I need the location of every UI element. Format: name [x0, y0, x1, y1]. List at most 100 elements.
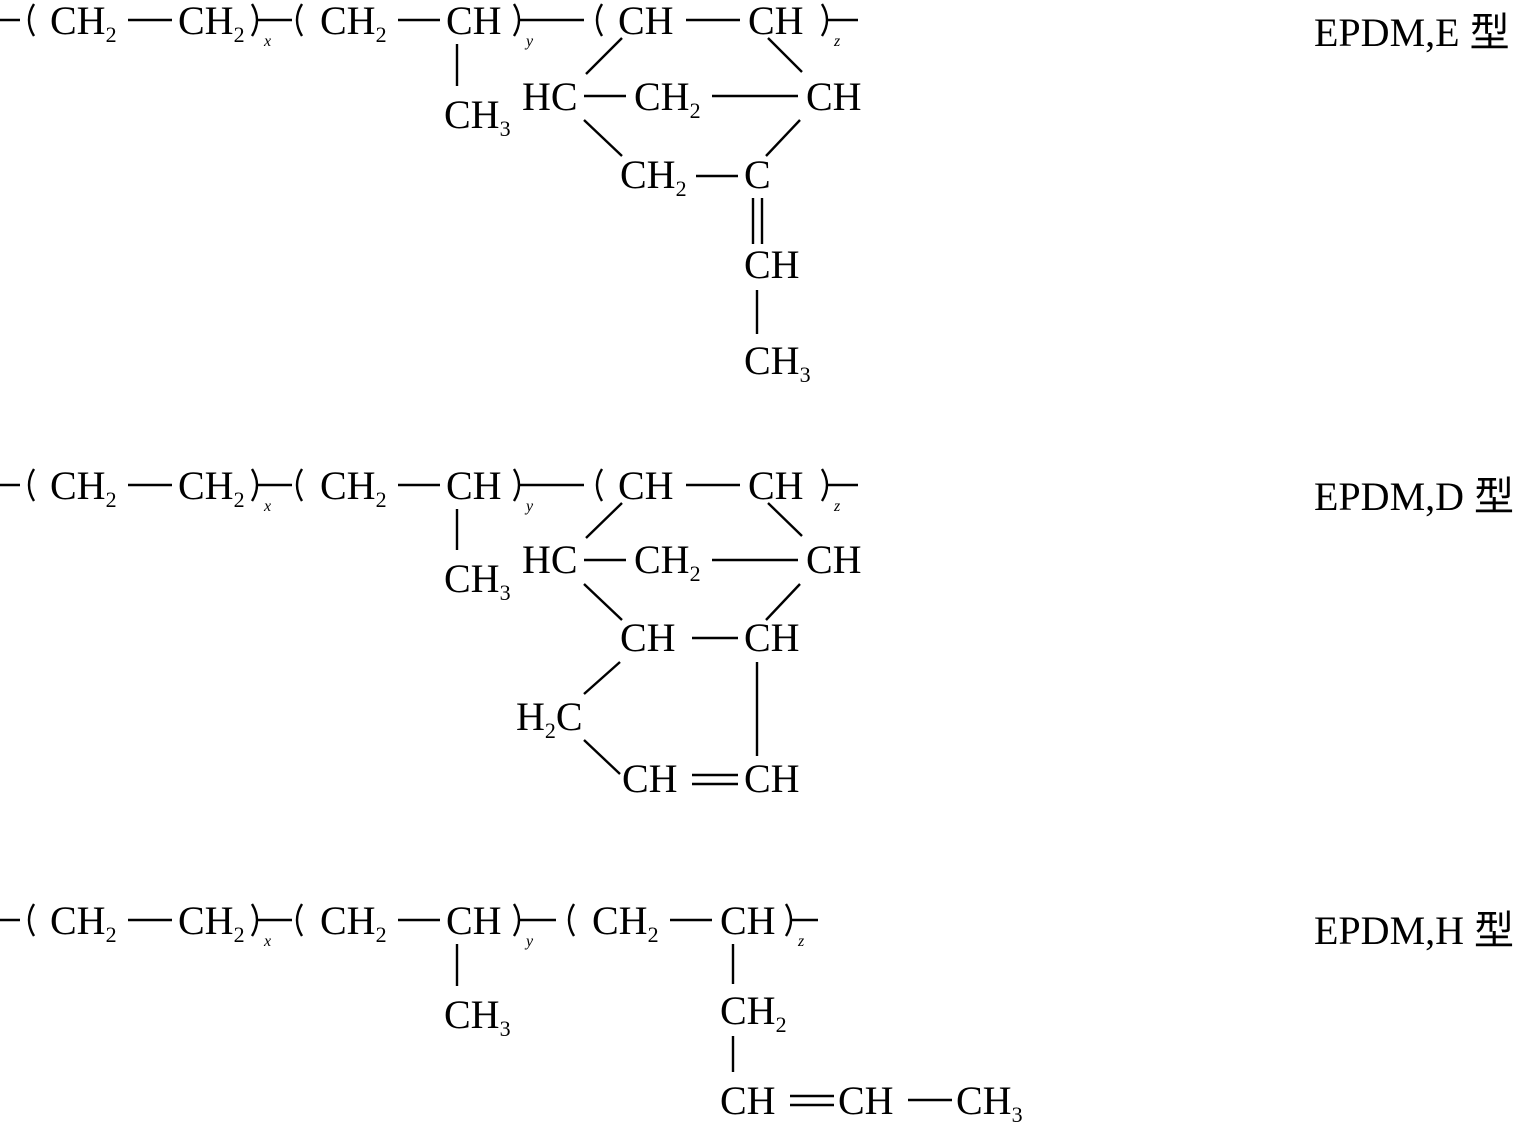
atom-p2: CH [446, 898, 502, 943]
atom-s4s: 3 [1012, 1102, 1023, 1124]
atom-p1s: 2 [376, 487, 387, 512]
subscript-x: x [263, 498, 271, 515]
atom-m1s: 2 [106, 487, 117, 512]
atom-r4: CH [620, 152, 676, 197]
atom-s3: CH [838, 1078, 894, 1123]
bond [583, 739, 621, 775]
bond [583, 119, 623, 157]
atom-p2: CH [446, 463, 502, 508]
atom-p2: CH [446, 0, 502, 43]
atom-me: CH [444, 92, 500, 137]
atom-group: CH2 [634, 74, 701, 123]
atom-c4: CH [744, 756, 800, 801]
bond [767, 502, 803, 537]
subscript-y: y [524, 933, 534, 950]
subscript-x: x [263, 933, 271, 950]
subscript-y: y [524, 33, 534, 50]
atom-d2: CH [748, 463, 804, 508]
atom-m1: CH [50, 463, 106, 508]
atom-h2b: C [556, 694, 583, 739]
atom-group: CH3 [956, 1078, 1023, 1124]
atom-group: CH2 [50, 0, 117, 47]
atom-r3: CH [806, 537, 862, 582]
structure-d: CH2 CH2 x CH2 CH y CH CH z CH3 HC CH2 CH… [0, 463, 1514, 801]
atom-group: CH3 [444, 556, 511, 605]
atom-h2a: H [516, 694, 545, 739]
subscript-x: x [263, 33, 271, 50]
atom-group: CH2 [634, 537, 701, 586]
atom-h1: CH [592, 898, 648, 943]
atom-r5: C [744, 152, 771, 197]
type-label-e: EPDM,E 型 [1314, 10, 1510, 55]
atom-m2: CH [178, 463, 234, 508]
atom-group: CH2 [720, 988, 787, 1037]
atom-v2s: 3 [800, 362, 811, 387]
subscript-z: z [797, 933, 805, 950]
atom-p1: CH [320, 898, 376, 943]
atom-m2: CH [178, 898, 234, 943]
atom-group: CH2 [620, 152, 687, 201]
paren-open-y [295, 468, 304, 502]
atom-group: CH2 [178, 0, 245, 47]
atom-mes: 3 [500, 116, 511, 141]
atom-m2: CH [178, 0, 234, 43]
atom-v1: CH [744, 242, 800, 287]
subscript-z: z [833, 498, 841, 515]
atom-group: CH3 [444, 992, 511, 1041]
atom-v2: CH [744, 338, 800, 383]
paren-open-z [595, 468, 604, 502]
bond [765, 583, 801, 621]
paren-open-z [595, 3, 604, 37]
paren-open-z [567, 903, 576, 937]
atom-c2: CH [744, 615, 800, 660]
paren-open-x [27, 468, 36, 502]
atom-group: CH3 [444, 92, 511, 141]
structure-h: CH2 CH2 x CH2 CH y CH2 CH z CH3 CH2 CH C… [0, 898, 1514, 1124]
atom-group: H2C [516, 694, 583, 743]
paren-open-y [295, 903, 304, 937]
paren-open-x [27, 3, 36, 37]
atom-r4s: 2 [676, 176, 687, 201]
atom-mes: 3 [500, 1016, 511, 1041]
atom-d1: CH [618, 463, 674, 508]
bond [585, 502, 623, 539]
atom-p1: CH [320, 463, 376, 508]
atom-r2s: 2 [690, 98, 701, 123]
atom-h2: CH [720, 898, 776, 943]
atom-group: CH2 [320, 0, 387, 47]
atom-d2: CH [748, 0, 804, 43]
atom-h1s: 2 [648, 922, 659, 947]
atom-s4: CH [956, 1078, 1012, 1123]
atom-p1: CH [320, 0, 376, 43]
atom-c3: CH [622, 756, 678, 801]
type-label-h: EPDM,H 型 [1314, 908, 1514, 953]
atom-m1s: 2 [106, 922, 117, 947]
atom-p1s: 2 [376, 922, 387, 947]
atom-m2s: 2 [234, 922, 245, 947]
subscript-y: y [524, 498, 534, 515]
paren-open-x [27, 903, 36, 937]
atom-m1: CH [50, 0, 106, 43]
atom-group: CH2 [178, 898, 245, 947]
atom-s2: CH [720, 1078, 776, 1123]
atom-group: CH2 [178, 463, 245, 512]
atom-c1: CH [620, 615, 676, 660]
atom-m2s: 2 [234, 22, 245, 47]
paren-open-y [295, 3, 304, 37]
atom-p1s: 2 [376, 22, 387, 47]
atom-s1s: 2 [776, 1012, 787, 1037]
atom-me: CH [444, 992, 500, 1037]
subscript-z: z [833, 33, 841, 50]
atom-r3: CH [806, 74, 862, 119]
atom-m1: CH [50, 898, 106, 943]
bond [767, 37, 803, 73]
atom-group: CH2 [320, 898, 387, 947]
atom-group: CH2 [50, 898, 117, 947]
atom-d1: CH [618, 0, 674, 43]
atom-group: CH3 [744, 338, 811, 387]
atom-group: CH2 [320, 463, 387, 512]
atom-group: CH2 [592, 898, 659, 947]
atom-s1: CH [720, 988, 776, 1033]
atom-r2s: 2 [690, 561, 701, 586]
